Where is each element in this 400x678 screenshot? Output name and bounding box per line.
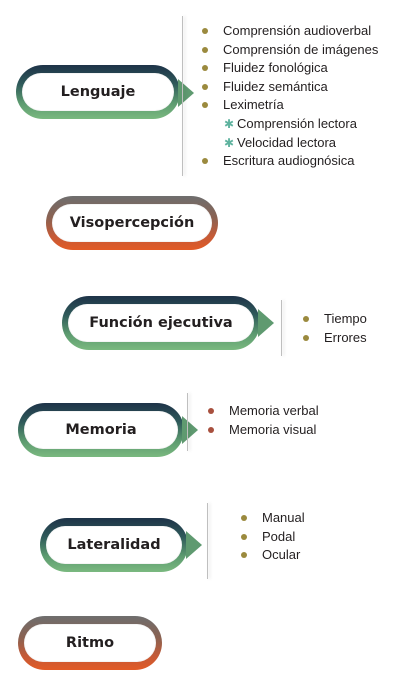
- node-memoria-box: Memoria: [24, 411, 178, 449]
- bullet-icon: [202, 102, 208, 109]
- sub-list-item: ✱Velocidad lectora: [223, 134, 378, 153]
- list-item: Ocular: [241, 546, 305, 565]
- bullet-icon: [202, 46, 208, 53]
- list-item-label: Comprensión lectora: [237, 115, 357, 131]
- node-ritmo: Ritmo: [18, 616, 162, 670]
- list-lenguaje: Comprensión audioverbal Comprensión de i…: [202, 22, 379, 171]
- list-item-label: Memoria visual: [229, 421, 317, 437]
- list-item-label: Ocular: [262, 547, 301, 563]
- node-lateralidad-box: Lateralidad: [46, 526, 182, 564]
- node-funcion-ejecutiva-label: Función ejecutiva: [89, 315, 233, 331]
- list-item-label: Manual: [262, 510, 305, 525]
- list-lateralidad: Manual Podal Ocular: [241, 509, 305, 565]
- list-item-label: Escritura audiognósica: [223, 153, 355, 169]
- node-lenguaje-box: Lenguaje: [22, 73, 174, 111]
- list-item-label: Comprensión de imágenes: [223, 41, 379, 57]
- divider-lenguaje: [182, 16, 183, 176]
- pointer-funcion-ejecutiva: [258, 309, 274, 337]
- bullet-icon: [241, 552, 247, 559]
- list-item: Fluidez semántica: [202, 78, 378, 97]
- bullet-icon: [202, 158, 208, 165]
- list-item: Tiempo: [303, 310, 367, 329]
- node-lenguaje: Lenguaje: [16, 65, 180, 119]
- list-memoria: Memoria verbal Memoria visual: [208, 402, 319, 440]
- list-item-label: Comprensión audioverbal: [223, 23, 372, 38]
- bullet-icon: [241, 515, 247, 521]
- node-memoria-label: Memoria: [65, 422, 137, 438]
- bullet-icon: [241, 533, 247, 540]
- bullet-icon: [202, 65, 208, 72]
- node-visopercepcion-box: Visopercepción: [52, 204, 212, 242]
- list-funcion-ejecutiva: Tiempo Errores: [303, 310, 367, 348]
- sub-list-item: ✱Comprensión lectora: [223, 115, 378, 134]
- node-lenguaje-label: Lenguaje: [60, 84, 136, 100]
- list-item-label: Errores: [324, 329, 367, 345]
- list-item-label: Fluidez semántica: [223, 78, 328, 94]
- node-lateralidad: Lateralidad: [40, 518, 188, 572]
- list-item-label: Fluidez fonológica: [223, 60, 328, 76]
- list-item: Leximetría: [202, 96, 378, 115]
- divider-lateralidad: [207, 503, 208, 579]
- list-item: Comprensión de imágenes: [202, 41, 379, 60]
- bullet-icon: [208, 426, 214, 433]
- asterisk-icon: ✱: [224, 135, 235, 150]
- list-item: Comprensión audioverbal: [202, 22, 378, 41]
- bullet-icon: [303, 334, 309, 341]
- list-item: Podal: [241, 528, 305, 547]
- node-lateralidad-label: Lateralidad: [67, 537, 161, 553]
- pointer-lateralidad: [186, 531, 202, 559]
- node-ritmo-box: Ritmo: [24, 624, 156, 662]
- asterisk-icon: ✱: [224, 116, 235, 131]
- list-item-label: Memoria verbal: [229, 403, 319, 418]
- list-item: Memoria visual: [208, 421, 319, 440]
- node-funcion-ejecutiva-box: Función ejecutiva: [68, 304, 254, 342]
- pointer-lenguaje: [178, 79, 194, 107]
- bullet-icon: [208, 408, 214, 414]
- node-visopercepcion: Visopercepción: [46, 196, 218, 250]
- list-item-label: Velocidad lectora: [237, 134, 337, 150]
- list-item: Memoria verbal: [208, 402, 319, 421]
- bullet-icon: [202, 83, 208, 90]
- node-memoria: Memoria: [18, 403, 184, 457]
- pointer-memoria: [182, 416, 198, 444]
- node-visopercepcion-label: Visopercepción: [69, 215, 195, 231]
- bullet-icon: [202, 28, 208, 34]
- node-funcion-ejecutiva: Función ejecutiva: [62, 296, 260, 350]
- list-item: Manual: [241, 509, 305, 528]
- list-item-label: Leximetría: [223, 97, 284, 113]
- list-item: Errores: [303, 329, 367, 348]
- list-item: Fluidez fonológica: [202, 59, 378, 78]
- bullet-icon: [303, 316, 309, 322]
- divider-funcion-ejecutiva: [281, 300, 282, 356]
- list-item-label: Podal: [262, 528, 296, 544]
- divider-memoria: [187, 393, 188, 451]
- node-ritmo-label: Ritmo: [65, 635, 115, 651]
- list-item: Escritura audiognósica: [202, 152, 378, 171]
- list-item-label: Tiempo: [324, 311, 367, 326]
